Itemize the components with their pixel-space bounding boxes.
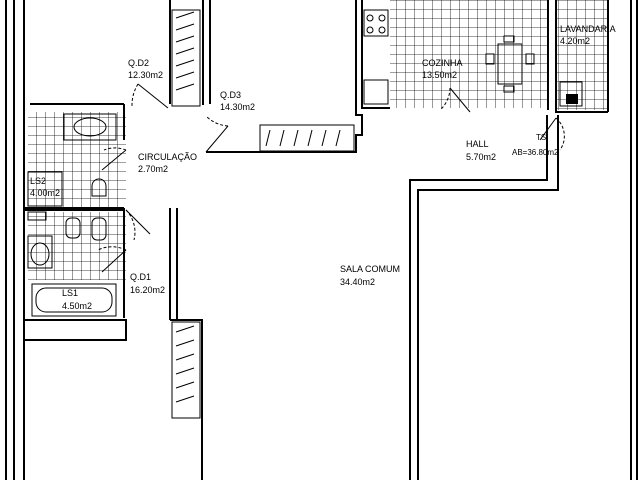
room-labels: Q.D2 12.30m2 Q.D3 14.30m2 COZINHA 13.50m… [30,24,616,311]
wardrobes [171,9,355,419]
room-area-circulacao: 2.70m2 [138,164,168,174]
room-area-qd2: 12.30m2 [128,70,163,80]
ab-area-label: AB=36.80m2 [512,148,559,157]
room-area-ls2: 4.00m2 [30,188,60,198]
room-name-circulacao: CIRCULAÇÃO [138,152,197,162]
room-area-qd3: 14.30m2 [220,102,255,112]
room-name-sala: SALA COMUM [340,264,400,274]
walls [5,0,638,480]
room-area-sala: 34.40m2 [340,277,375,287]
room-area-qd1: 16.20m2 [130,285,165,295]
room-name-qd3: Q.D3 [220,90,241,100]
room-area-lavandaria: 4.20m2 [560,36,590,46]
room-area-ls1: 4.50m2 [62,301,92,311]
room-name-qd2: Q.D2 [128,58,149,68]
ts-label: TS [536,133,546,142]
room-name-ls1: LS1 [62,288,78,298]
room-area-cozinha: 13.50m2 [422,70,457,80]
doors [97,83,565,273]
room-area-hall: 5.70m2 [466,152,496,162]
room-name-qd1: Q.D1 [130,272,151,282]
room-name-hall: HALL [466,139,489,149]
room-name-ls2: LS2 [30,176,46,186]
room-name-cozinha: COZINHA [422,58,463,68]
room-name-lavandaria: LAVANDARIA [560,24,616,34]
fixtures [27,9,583,317]
